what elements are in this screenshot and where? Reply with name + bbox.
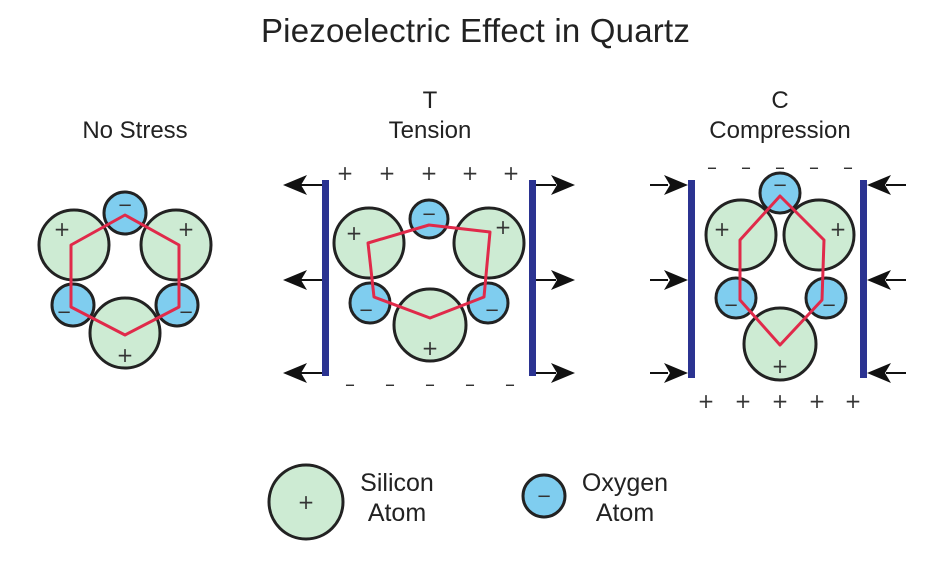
plus-sign: + <box>772 389 789 413</box>
silicon-atom <box>392 287 468 363</box>
legend-silicon-line2: Atom <box>367 499 427 527</box>
legend-oxygen-label: Oxygen Atom <box>570 468 680 528</box>
bond-hexagon <box>366 223 492 320</box>
minus-sign: − <box>536 486 551 507</box>
minus-sign: − <box>723 295 738 316</box>
compression-panel: – – – – – + + + + + + + + − − − <box>650 155 906 413</box>
minus-sign: − <box>484 300 499 321</box>
legend-silicon-label: Silicon Atom <box>342 468 452 528</box>
plus-sign: + <box>495 215 512 239</box>
tension-panel: + + + + + – – – – – + + + − − − <box>283 161 575 396</box>
legend-oxygen-atom <box>521 473 567 519</box>
no-stress-molecule: + + + − − − <box>37 190 213 370</box>
left-plate <box>688 180 695 378</box>
plus-sign: + <box>809 389 826 413</box>
oxygen-atom <box>50 282 96 328</box>
minus-sign: − <box>178 302 193 323</box>
plus-sign: + <box>421 161 438 185</box>
minus-sign: − <box>117 195 132 216</box>
plus-sign: + <box>735 389 752 413</box>
legend-silicon-line1: Silicon <box>360 469 434 497</box>
plus-sign: + <box>379 161 396 185</box>
plus-sign: + <box>298 490 315 514</box>
tension-label: Tension <box>388 117 472 144</box>
plus-sign: + <box>54 217 71 241</box>
right-plate <box>529 180 536 376</box>
plus-sign: + <box>830 217 847 241</box>
plus-sign: + <box>698 389 715 413</box>
plus-sign: + <box>117 343 134 367</box>
minus-sign: – <box>809 155 819 179</box>
minus-sign: – <box>775 155 785 179</box>
plus-sign: + <box>462 161 479 185</box>
minus-sign: – <box>843 155 853 179</box>
minus-sign: − <box>821 295 836 316</box>
minus-sign: – <box>465 372 475 396</box>
compression-label: Compression <box>709 117 851 144</box>
plus-sign: + <box>346 221 363 245</box>
plus-sign: + <box>503 161 520 185</box>
page-title: Piezoelectric Effect in Quartz <box>260 12 691 49</box>
minus-sign: − <box>56 302 71 323</box>
compression-letter: C <box>771 87 789 114</box>
oxygen-atom <box>102 190 148 236</box>
minus-sign: – <box>741 155 751 179</box>
plus-sign: + <box>178 217 195 241</box>
plus-sign: + <box>337 161 354 185</box>
plus-sign: + <box>422 336 439 360</box>
minus-sign: − <box>421 204 436 225</box>
oxygen-atom <box>758 171 802 215</box>
plus-sign: + <box>714 217 731 241</box>
minus-sign: – <box>385 372 395 396</box>
legend-silicon-atom <box>267 463 345 541</box>
legend-oxygen-line2: Atom <box>595 499 655 527</box>
bond-hexagon <box>738 194 826 347</box>
minus-sign: − <box>358 300 373 321</box>
plus-sign: + <box>845 389 862 413</box>
legend: + − <box>267 463 567 541</box>
right-plate <box>860 180 867 378</box>
minus-sign: – <box>505 372 515 396</box>
tension-letter: T <box>422 87 438 114</box>
minus-sign: – <box>707 155 717 179</box>
no-stress-label: No Stress <box>82 117 188 144</box>
legend-oxygen-line1: Oxygen <box>581 469 669 497</box>
minus-sign: – <box>345 372 355 396</box>
oxygen-atom <box>154 282 200 328</box>
minus-sign: − <box>772 175 787 196</box>
minus-sign: – <box>425 372 435 396</box>
silicon-atom <box>88 296 162 370</box>
bond-hexagon <box>69 213 181 337</box>
left-plate <box>322 180 329 376</box>
plus-sign: + <box>772 354 789 378</box>
